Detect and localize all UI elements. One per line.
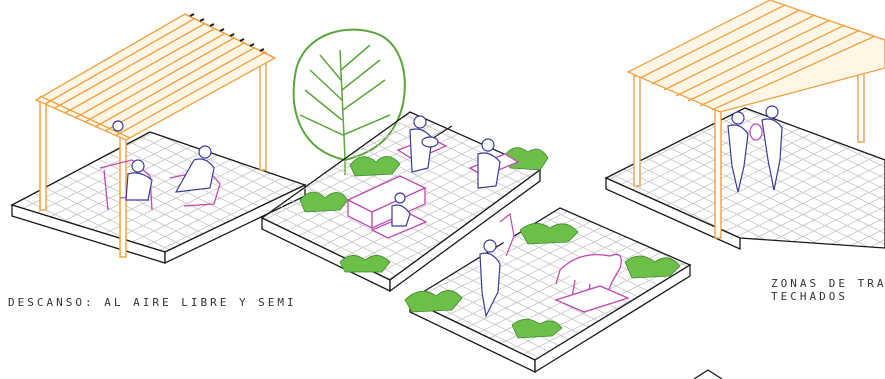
partial-platform-corner (694, 370, 722, 379)
caption-left: DESCANSO: AL AIRE LIBRE Y SEMI (8, 296, 297, 309)
caption-right: ZONAS DE TRA TECHADOS (771, 277, 885, 303)
right-pavilion (606, 0, 885, 249)
left-pavilion (12, 14, 305, 263)
caption-right-line2: TECHADOS (771, 290, 885, 303)
right-pergola (628, 0, 885, 112)
caption-right-line1: ZONAS DE TRA (771, 277, 885, 290)
left-pergola (36, 14, 275, 140)
